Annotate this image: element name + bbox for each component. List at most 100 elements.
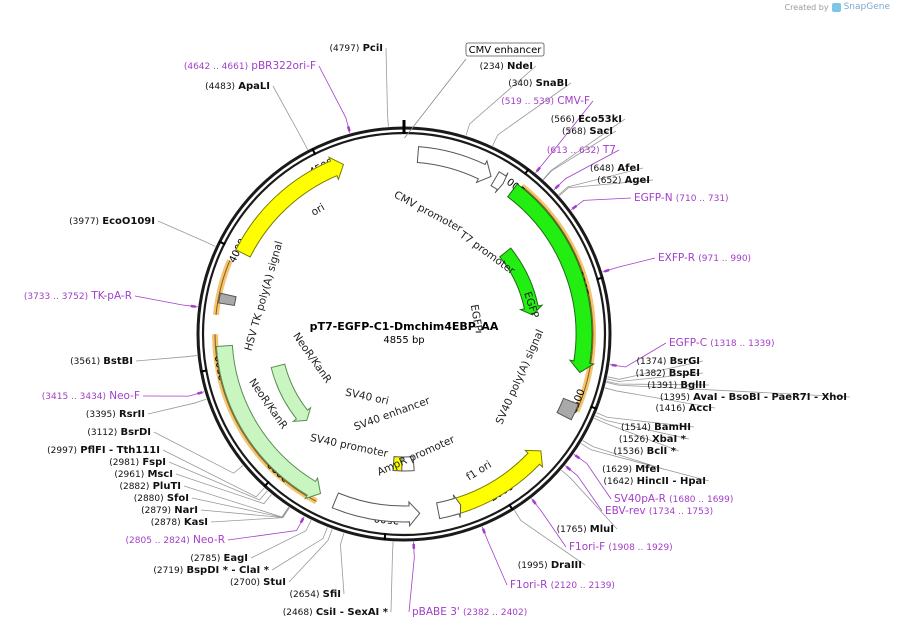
feature-egfp-3[interactable] bbox=[499, 247, 544, 316]
leader-pluti-27 bbox=[183, 485, 289, 518]
primer-exfp-r[interactable]: EXFP-R (971 .. 990) bbox=[658, 252, 751, 264]
primer-leader-neo-f bbox=[142, 391, 205, 397]
feature-sv40-poly-a-signal-4[interactable] bbox=[556, 397, 580, 421]
primer-pbabe-3-[interactable]: pBABE 3' (2382 .. 2402) bbox=[412, 606, 527, 618]
primer-cmv-f[interactable]: (519 .. 539) CMV-F bbox=[501, 95, 590, 107]
primer-leader-egfp-c bbox=[609, 342, 667, 368]
leader-avai-bsobi-paer7i-xhoi-10 bbox=[606, 381, 851, 398]
enzyme-site-sfii[interactable]: (2654) SfiI bbox=[290, 589, 341, 600]
tick-4000 bbox=[218, 240, 226, 246]
tick-4500 bbox=[311, 148, 317, 156]
feature-label-ampr-promoter-6: AmpR promoter bbox=[375, 433, 457, 478]
enzyme-site-bstbi[interactable]: (3561) BstBI bbox=[70, 356, 133, 367]
feature-label-ori-13: ori bbox=[309, 201, 327, 218]
tick-3500 bbox=[200, 369, 208, 373]
enzyme-site-acci[interactable]: (1416) AccI bbox=[656, 403, 712, 414]
leader-draiii-18 bbox=[514, 510, 586, 566]
leader-acci-11 bbox=[604, 387, 716, 409]
enzyme-site-pflfi-tth111i[interactable]: (2997) PflFI - Tth111I bbox=[47, 445, 160, 456]
primer-neo-f[interactable]: (3415 .. 3434) Neo-F bbox=[42, 390, 140, 402]
enzyme-site-bsrdi[interactable]: (3112) BsrDI bbox=[87, 427, 151, 438]
enzyme-site-pluti[interactable]: (2882) PluTI bbox=[119, 481, 181, 492]
enzyme-site-mlui[interactable]: (1765) MluI bbox=[557, 524, 614, 535]
tick-500 bbox=[523, 168, 530, 176]
leader-snabi-2 bbox=[492, 82, 572, 146]
enzyme-site-bcli-[interactable]: (1536) BclI * bbox=[613, 446, 676, 457]
primer-f1ori-r[interactable]: F1ori-R (2120 .. 2139) bbox=[510, 579, 615, 591]
primer-neo-r[interactable]: (2805 .. 2824) Neo-R bbox=[126, 534, 226, 546]
primer-ebv-rev[interactable]: EBV-rev (1734 .. 1753) bbox=[605, 505, 713, 517]
feature-highlight-core-2 bbox=[215, 260, 231, 315]
feature-neor-kanr-10[interactable] bbox=[215, 344, 322, 500]
enzyme-site-saci[interactable]: (568) SacI bbox=[562, 126, 613, 137]
enzyme-site-nari[interactable]: (2879) NarI bbox=[141, 505, 198, 516]
feature-callout-cmv-enhancer[interactable]: CMV enhancer bbox=[465, 42, 545, 57]
leader-sfii-20 bbox=[340, 533, 345, 595]
leader-bstbi-33 bbox=[135, 355, 198, 362]
leader-afei-5 bbox=[558, 167, 644, 196]
primer-t7[interactable]: (613 .. 632) T7 bbox=[547, 144, 616, 156]
primer-egfp-n[interactable]: EGFP-N (710 .. 731) bbox=[634, 192, 729, 204]
enzyme-site-mfei[interactable]: (1629) MfeI bbox=[602, 464, 660, 475]
enzyme-site-agei[interactable]: (652) AgeI bbox=[597, 175, 650, 186]
leader-fspi-29 bbox=[168, 461, 268, 501]
leader-mlui-17 bbox=[561, 469, 618, 530]
feature-sv40-promoter-7[interactable] bbox=[331, 492, 421, 528]
feature-f1-ori-5[interactable] bbox=[449, 449, 544, 516]
primer-leader-pbr322ori-f bbox=[318, 65, 351, 134]
enzyme-site-bspdi-clai-[interactable]: (2719) BspDI * - ClaI * bbox=[153, 565, 269, 576]
feature-hsv-tk-poly-a-signal-12[interactable] bbox=[218, 292, 237, 307]
enzyme-site-bglii[interactable]: (1391) BglII bbox=[647, 380, 706, 391]
enzyme-site-afei[interactable]: (648) AfeI bbox=[590, 163, 640, 174]
feature-egfp-2[interactable] bbox=[506, 183, 596, 374]
feature-sv40-enhancer-9[interactable] bbox=[401, 456, 415, 472]
enzyme-site-pcii[interactable]: (4797) PciI bbox=[329, 43, 383, 54]
snapgene-credit: Created by SnapGene bbox=[785, 2, 890, 12]
enzyme-site-bamhi[interactable]: (1514) BamHI bbox=[621, 422, 691, 433]
enzyme-site-apali[interactable]: (4483) ApaLI bbox=[205, 81, 270, 92]
enzyme-site-eagi[interactable]: (2785) EagI bbox=[190, 553, 248, 564]
feature-ampr-promoter-6[interactable] bbox=[436, 494, 462, 520]
center-title: pT7-EGFP-C1-Dmchim4EBP_AA 4855 bp bbox=[310, 320, 499, 346]
leader-sfoi-26 bbox=[191, 497, 290, 518]
primer-leader-sv40pa-r bbox=[573, 453, 612, 500]
enzyme-site-sfoi[interactable]: (2880) SfoI bbox=[134, 493, 189, 504]
feature-label-egfp-3: EGFP bbox=[468, 304, 485, 333]
primer-egfp-c[interactable]: EGFP-C (1318 .. 1339) bbox=[669, 337, 775, 349]
enzyme-site-draiii[interactable]: (1995) DraIII bbox=[518, 560, 582, 571]
enzyme-site-msci[interactable]: (2961) MscI bbox=[114, 469, 173, 480]
enzyme-site-ndei[interactable]: (234) NdeI bbox=[480, 61, 533, 72]
feature-neor-kanr-11[interactable] bbox=[270, 363, 312, 422]
leader-bamhi-12 bbox=[596, 412, 695, 428]
enzyme-site-eco53ki[interactable]: (566) Eco53kI bbox=[551, 114, 622, 125]
primer-pbr322ori-f[interactable]: (4642 .. 4661) pBR322ori-F bbox=[184, 60, 316, 72]
feature-t7-promoter-1[interactable] bbox=[490, 171, 509, 194]
enzyme-site-bsrgi[interactable]: (1374) BsrGI bbox=[636, 356, 700, 367]
enzyme-site-xbai-[interactable]: (1526) XbaI * bbox=[619, 434, 687, 445]
feature-highlights bbox=[212, 183, 596, 505]
leader-eagi-23 bbox=[250, 519, 312, 559]
tick-2000 bbox=[508, 503, 514, 511]
leader-saci-4 bbox=[543, 130, 617, 180]
enzyme-site-snabi[interactable]: (340) SnaBI bbox=[508, 78, 568, 89]
backbone bbox=[196, 120, 612, 542]
leader-bsrdi-31 bbox=[153, 431, 244, 474]
primer-tk-pa-r[interactable]: (3733 .. 3752) TK-pA-R bbox=[24, 290, 132, 302]
feature-cmv-promoter-0[interactable] bbox=[416, 146, 492, 184]
enzyme-site-avai-bsobi-paer7i-xhoi[interactable]: (1395) AvaI - BsoBI - PaeR7I - XhoI bbox=[660, 392, 847, 403]
feature-ori-13[interactable] bbox=[235, 156, 345, 258]
enzyme-site-bspei[interactable]: (1382) BspEI bbox=[636, 368, 700, 379]
enzyme-site-ecoo109i[interactable]: (3977) EcoO109I bbox=[69, 216, 155, 227]
leader-hincii-hpai-16 bbox=[580, 443, 710, 482]
tick-2500 bbox=[383, 533, 387, 541]
primer-sv40pa-r[interactable]: SV40pA-R (1680 .. 1699) bbox=[614, 493, 733, 505]
enzyme-site-fspi[interactable]: (2981) FspI bbox=[109, 457, 166, 468]
enzyme-site-rsrii[interactable]: (3395) RsrII bbox=[86, 409, 145, 420]
brand-name: SnapGene bbox=[843, 2, 890, 12]
primer-f1ori-f[interactable]: F1ori-F (1908 .. 1929) bbox=[569, 541, 673, 553]
enzyme-site-kasi[interactable]: (2878) KasI bbox=[151, 517, 208, 528]
enzyme-site-hincii-hpai[interactable]: (1642) HincII - HpaI bbox=[603, 476, 706, 487]
enzyme-site-stui[interactable]: (2700) StuI bbox=[230, 577, 286, 588]
enzyme-site-csii-sexai-[interactable]: (2468) CsiI - SexAI * bbox=[283, 607, 389, 618]
callout-text: CMV enhancer bbox=[469, 45, 543, 56]
